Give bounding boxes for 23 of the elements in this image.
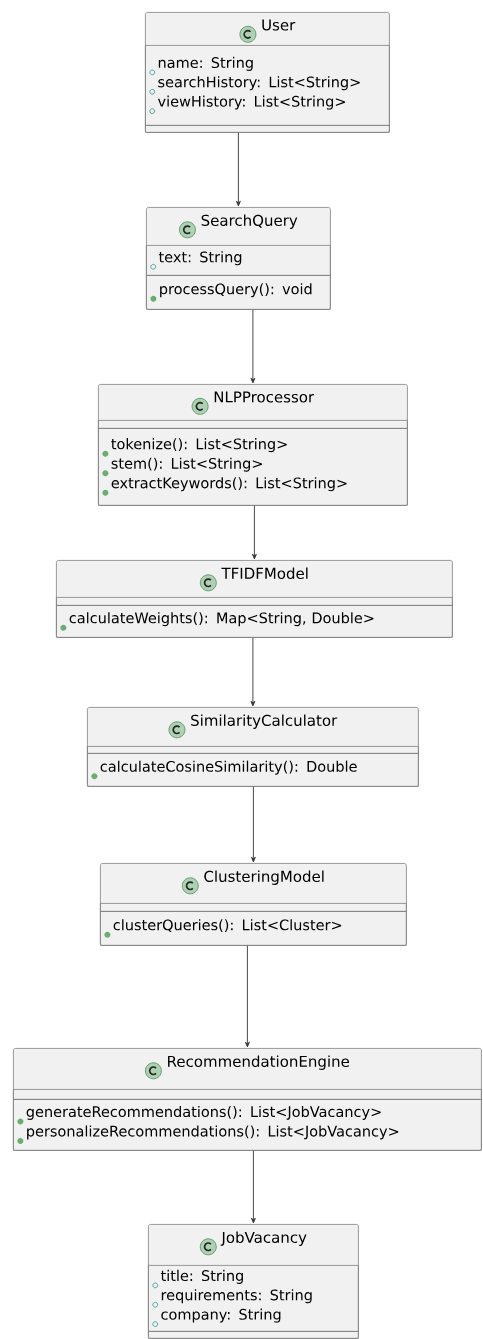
empty-compartment xyxy=(145,125,390,133)
arrow xyxy=(236,132,241,207)
arrow xyxy=(245,945,250,1048)
attribute-compartment: name: String searchHistory: List<String> viewHistory: List<String> xyxy=(145,45,390,126)
empty-compartment xyxy=(98,420,408,429)
method-compartment: calculateCosineSimilarity(): Double xyxy=(87,753,419,787)
attribute-compartment: text: String xyxy=(146,245,331,276)
empty-compartment xyxy=(56,597,453,606)
method-compartment: tokenize(): List<String> stem(): List<String> extractKeywords(): List<String> xyxy=(98,428,408,506)
method-compartment: calculateWeights(): Map<String, Double> xyxy=(56,605,453,638)
arrow xyxy=(251,1150,256,1224)
arrow xyxy=(250,637,256,707)
arrow xyxy=(250,309,256,384)
method-compartment: clusterQueries(): List<Cluster> xyxy=(100,911,407,946)
arrow xyxy=(252,505,257,560)
empty-compartment xyxy=(87,746,419,754)
empty-compartment xyxy=(148,1331,359,1339)
empty-compartment xyxy=(100,903,407,912)
attribute-compartment: title: String requirements: String company: String xyxy=(148,1265,359,1332)
arrow xyxy=(251,786,256,863)
method-compartment: processQuery(): void xyxy=(146,275,331,310)
method-compartment: generateRecommendations(): List<JobVacancy> personalizeRecommendations(): List<JobVacancy> xyxy=(13,1099,482,1151)
empty-compartment xyxy=(13,1089,482,1100)
